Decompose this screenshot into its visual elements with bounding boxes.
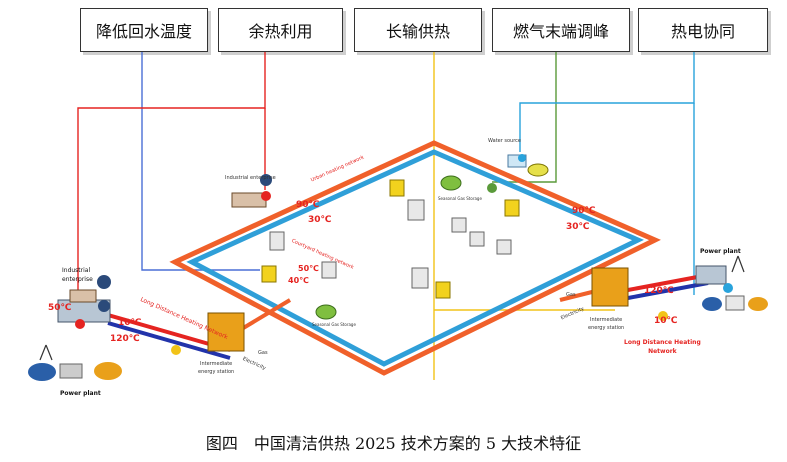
feature-box-gas-peaking: 燃气末端调峰 xyxy=(492,8,630,52)
connector-cyan-top xyxy=(519,52,695,152)
building-icon xyxy=(451,217,467,233)
feature-label: 燃气末端调峰 xyxy=(512,22,609,41)
label-temp-10-left: 10℃ xyxy=(118,318,142,328)
feature-box-chp-synergy: 热电协同 xyxy=(638,8,768,52)
feature-box-long-distance: 长输供热 xyxy=(354,8,482,52)
connector-blue xyxy=(141,52,260,271)
figure-caption: 图四 中国清洁供热 2025 技术方案的 5 大技术特征 xyxy=(205,434,582,453)
label-line: energy station xyxy=(198,369,235,375)
substation-icon xyxy=(389,179,405,197)
building-icon xyxy=(407,199,425,221)
gas-storage-icon xyxy=(315,304,337,320)
water-source-icon xyxy=(507,154,549,177)
label-intermediate-right: Intermediate energy station xyxy=(588,316,624,332)
label-industrial-enterprise-top: Industrial enterprise xyxy=(225,175,276,181)
power-plant-left-icon xyxy=(28,299,122,381)
label-temp-30-right: 30℃ xyxy=(566,222,590,232)
urban-network-return-pipe xyxy=(186,149,644,367)
building-icon xyxy=(269,231,285,251)
urban-network-supply-pipe xyxy=(169,140,661,376)
label-seasonal-gas-storage-top: Seasonal Gas Storage xyxy=(438,196,482,201)
label-temp-50-courtyard: 50℃ xyxy=(298,264,319,273)
label-temp-10-right: 10℃ xyxy=(654,316,678,326)
long-distance-return-right xyxy=(627,281,709,300)
intermediate-station-right-icon xyxy=(591,267,629,307)
feature-box-return-temperature: 降低回水温度 xyxy=(80,8,208,52)
building-icon xyxy=(496,239,512,255)
building-icon xyxy=(321,261,337,279)
gas-node-icon xyxy=(487,183,497,193)
label-line: energy station xyxy=(588,325,625,331)
label-temp-120-right: 120℃ xyxy=(644,286,674,296)
building-icon xyxy=(469,231,485,247)
label-industrial-enterprise-left: Industrial enterprise xyxy=(62,266,93,284)
long-distance-supply-right xyxy=(627,273,709,292)
valve-icon xyxy=(171,345,181,355)
valve-icon xyxy=(658,311,668,321)
label-gas-right: Gas xyxy=(566,292,576,298)
feature-box-waste-heat: 余热利用 xyxy=(218,8,343,52)
label-seasonal-gas-storage-bottom: Seasonal Gas Storage xyxy=(312,322,356,327)
label-line: Industrial xyxy=(62,267,91,274)
label-temp-40: 40℃ xyxy=(288,276,309,285)
industrial-enterprise-top-icon xyxy=(231,174,272,208)
label-gas-left: Gas xyxy=(258,350,268,356)
station-link-left xyxy=(238,298,292,332)
building-icon xyxy=(411,267,429,289)
substation-icon xyxy=(261,265,277,283)
label-intermediate-left: Intermediate energy station xyxy=(198,360,234,376)
label-temp-90-left: 90℃ xyxy=(296,200,320,210)
feature-label: 余热利用 xyxy=(248,22,313,41)
feature-label: 热电协同 xyxy=(670,22,735,41)
feature-label: 降低回水温度 xyxy=(95,22,192,41)
label-temp-50-left: 50℃ xyxy=(48,303,72,313)
connector-green xyxy=(492,52,557,183)
label-temp-120-left: 120℃ xyxy=(110,334,140,344)
label-line: enterprise xyxy=(62,276,93,283)
gas-storage-icon xyxy=(440,175,462,191)
power-plant-right-icon xyxy=(695,255,768,311)
label-temp-30-left: 30℃ xyxy=(308,215,332,225)
long-distance-return-left xyxy=(107,321,231,360)
substation-icon xyxy=(435,281,451,299)
label-temp-90-right: 90℃ xyxy=(572,206,596,216)
label-line: Intermediate xyxy=(199,361,233,367)
feature-label: 长输供热 xyxy=(385,22,450,41)
industrial-enterprise-left-icon xyxy=(69,275,111,303)
connector-red-left xyxy=(77,52,266,322)
label-line: Network xyxy=(648,348,677,355)
intermediate-station-left-icon xyxy=(207,312,245,352)
label-water-source: Water source xyxy=(488,138,521,144)
substation-icon xyxy=(504,199,520,217)
label-power-plant-right: Power plant xyxy=(700,248,741,255)
label-line: Long Distance Heating xyxy=(624,339,701,346)
label-power-plant-left: Power plant xyxy=(60,390,101,397)
label-line: Intermediate xyxy=(589,317,623,323)
